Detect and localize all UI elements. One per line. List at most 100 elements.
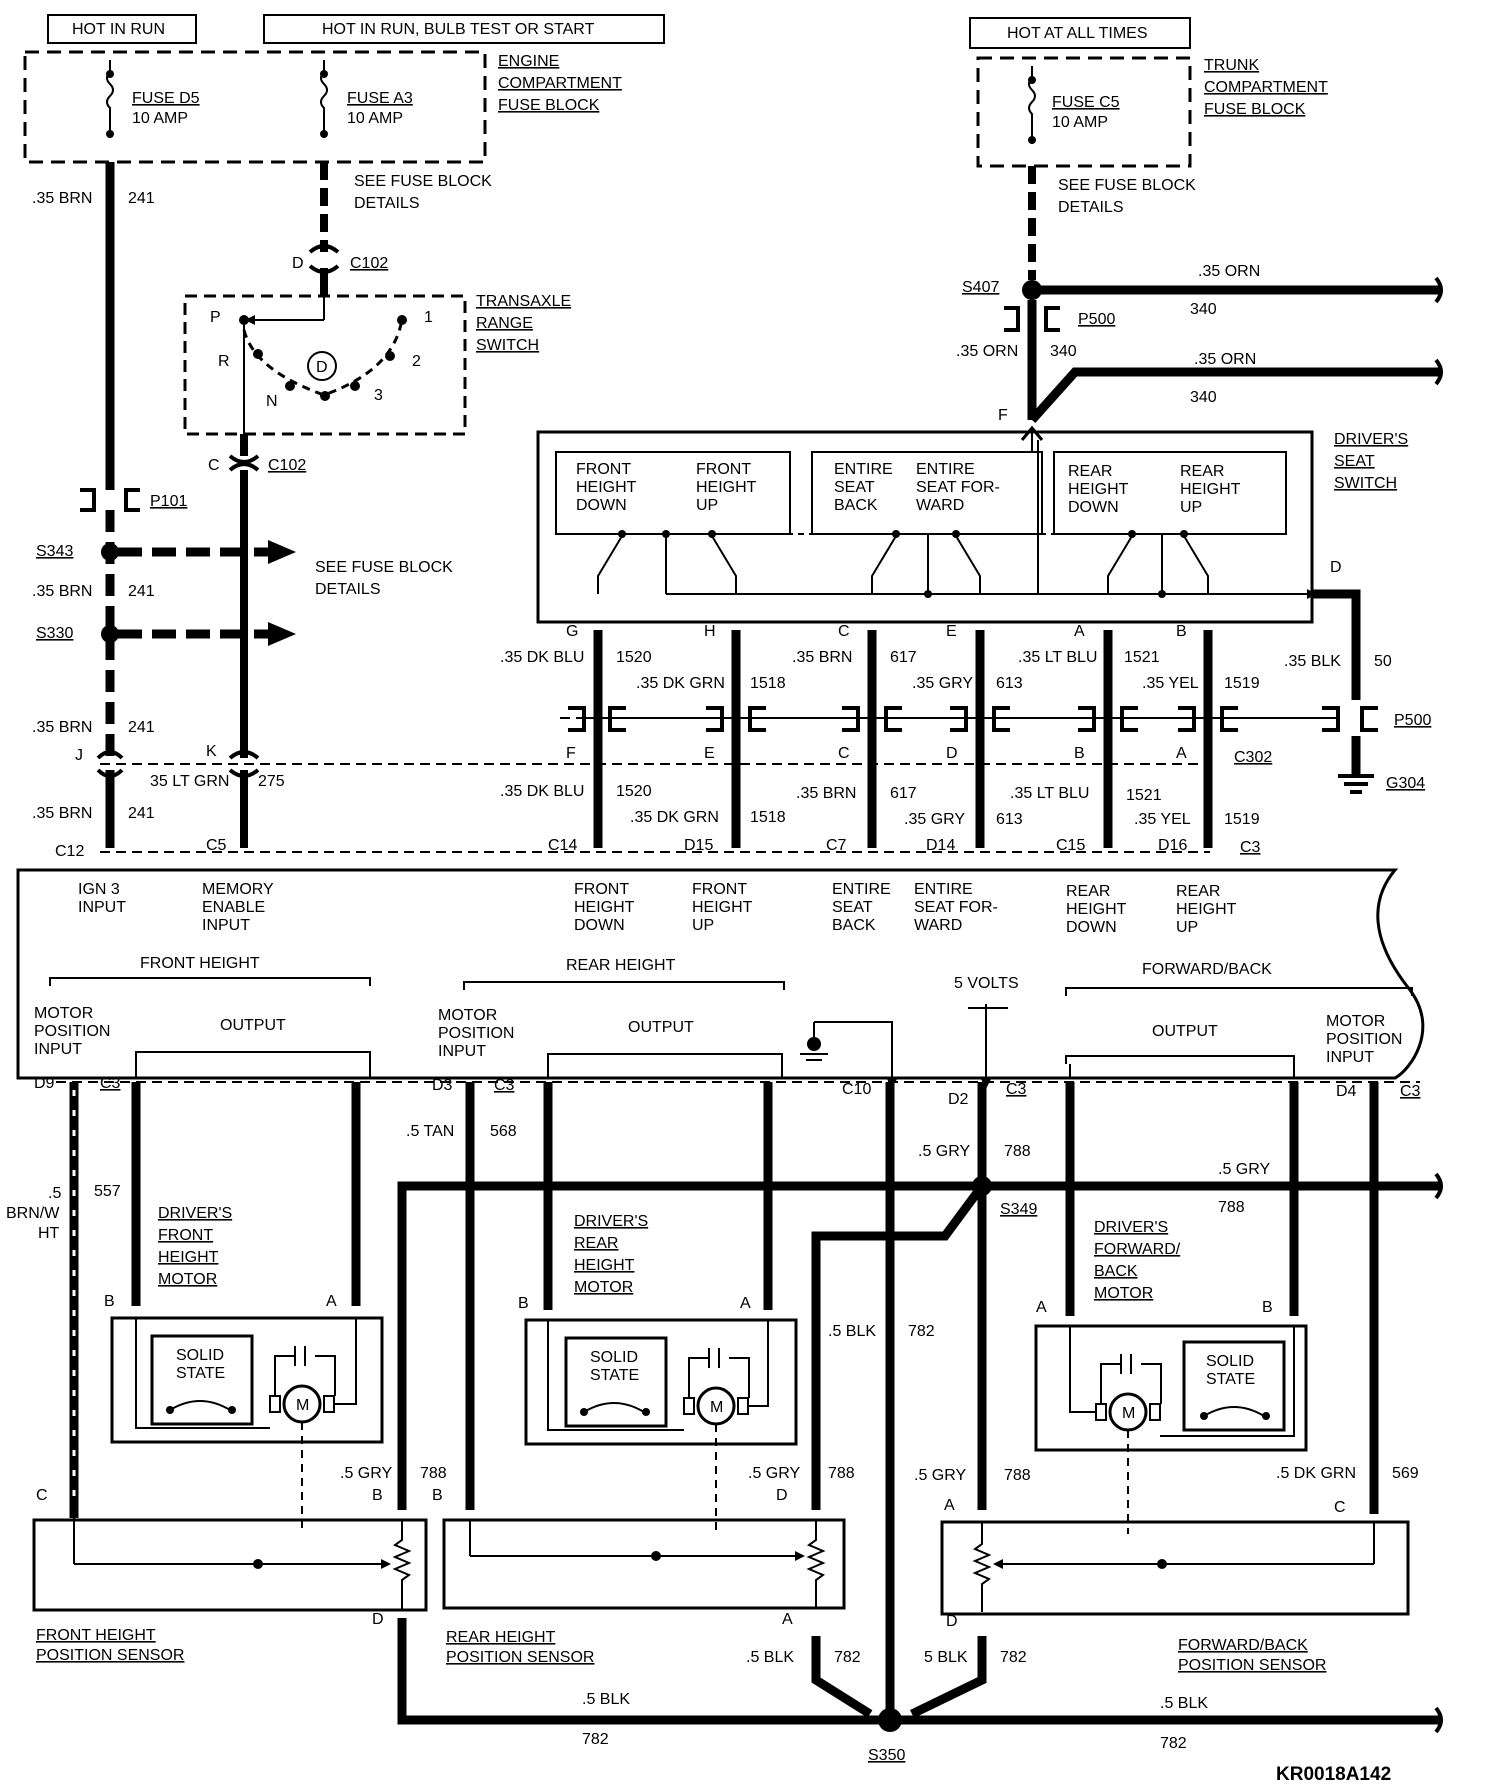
w557-c2: BRN/W (6, 1205, 60, 1222)
mod-rd-2: HEIGHT (1066, 901, 1127, 918)
rs-label-1: REAR HEIGHT (446, 1629, 556, 1646)
ss-front-up-1: FRONT (696, 461, 751, 478)
mod-mpi-r2: POSITION (438, 1025, 514, 1042)
w1519-n2: 1519 (1224, 811, 1260, 828)
c3-d9: C3 (100, 1075, 121, 1092)
pin-c-fwd-sensor: C (1334, 1499, 1346, 1516)
fm-label-3: HEIGHT (158, 1249, 219, 1266)
pin-d4: D4 (1336, 1083, 1357, 1100)
mod-ign3-1: IGN 3 (78, 881, 120, 898)
w788-n-right: 788 (1218, 1199, 1245, 1216)
pin-a-fwd-sensor: A (944, 1497, 955, 1514)
wire-241-color-2: .35 BRN (32, 583, 92, 600)
pin-f-c302: F (566, 745, 576, 762)
w568-c: .5 TAN (406, 1123, 454, 1140)
wire-569: .5 DK GRN 569 C (1276, 1082, 1419, 1516)
transaxle-range-switch: D P R N 1 2 3 TRANSAXLE RANGE SWITCH (183, 293, 571, 436)
wire-241-num-4: 241 (128, 805, 155, 822)
mod-rd-1: REAR (1066, 883, 1110, 900)
rm-label-2: REAR (574, 1235, 618, 1252)
transaxle-label-2: RANGE (476, 315, 533, 332)
engine-fuse-block: FUSE D5 10 AMP FUSE A3 10 AMP ENGINE COM… (23, 50, 622, 164)
c102-label-top: C102 (350, 255, 388, 272)
w613-c2: .35 GRY (904, 811, 965, 828)
w782-n-mid: 782 (908, 1323, 935, 1340)
rm-label-4: MOTOR (574, 1279, 633, 1296)
bm-label-2: FORWARD/ (1094, 1241, 1181, 1258)
pin-b-rear-sensor-568: B (432, 1487, 443, 1504)
mod-fd-1: FRONT (574, 881, 629, 898)
p500-label-top: P500 (1078, 311, 1115, 328)
ss-seat-back-3: BACK (834, 497, 878, 514)
fm-label-2: FRONT (158, 1227, 213, 1244)
mod-mpi-r1: MOTOR (438, 1007, 497, 1024)
see-details-left-1: SEE FUSE BLOCK (315, 559, 453, 576)
pin-b-fwd-motor: B (1262, 1299, 1273, 1316)
mod-mpi-f2: POSITION (34, 1023, 110, 1040)
fm-m: M (296, 1397, 309, 1414)
hot-all-times-label: HOT AT ALL TIMES (1007, 25, 1148, 42)
p500-connectors (568, 706, 1378, 732)
w1520-c1: .35 DK BLU (500, 649, 584, 666)
trunk-block-label-3: FUSE BLOCK (1204, 101, 1306, 118)
rm-ss-2: STATE (590, 1367, 639, 1384)
pin-g: G (566, 623, 578, 640)
s407-label: S407 (962, 279, 999, 296)
w613-n2: 613 (996, 811, 1023, 828)
wire-340-color-3: .35 ORN (1194, 351, 1256, 368)
rear-height-motor: SOLID STATE M DRIVER'S REAR HEIGHT MOTOR (524, 1213, 798, 1534)
wire-782: .5 BLK 782 S350 .5 BLK 782 .5 BLK 782 .5… (372, 1082, 1443, 1764)
pin-e-sw: E (946, 623, 957, 640)
transaxle-p: P (210, 309, 221, 326)
bs-label-2: POSITION SENSOR (1178, 1657, 1326, 1674)
w782-n-r: 782 (1160, 1735, 1187, 1752)
w617-n2: 617 (890, 785, 917, 802)
mod-mpi-b1: MOTOR (1326, 1013, 1385, 1030)
mod-mem-1: MEMORY (202, 881, 274, 898)
w788-c-front: .5 GRY (340, 1465, 393, 1482)
mod-ru-1: REAR (1176, 883, 1220, 900)
pin-d-c302: D (946, 745, 958, 762)
fm-ss-1: SOLID (176, 1347, 224, 1364)
fm-ss-2: STATE (176, 1365, 225, 1382)
mod-sf-3: WARD (914, 917, 962, 934)
mod-fd-3: DOWN (574, 917, 625, 934)
pin-k: K (206, 743, 217, 760)
wire-340-num-1: 340 (1190, 301, 1217, 318)
w782-c-r: .5 BLK (1160, 1695, 1208, 1712)
s349-label: S349 (1000, 1201, 1037, 1218)
s350-label: S350 (868, 1747, 905, 1764)
wire-241-num-3: 241 (128, 719, 155, 736)
transaxle-1: 1 (424, 309, 433, 326)
wire-340: S407 .35 ORN 340 P500 .35 ORN 340 .35 OR… (956, 166, 1443, 441)
wire-275: C C102 K 35 LT GRN 275 C5 (150, 434, 306, 854)
switch-output-wires (593, 630, 1213, 848)
w782-n-fwd: 782 (1000, 1649, 1027, 1666)
pin-d-fwd-sensor: D (946, 1613, 958, 1630)
pin-c7: C7 (826, 837, 847, 854)
bm-label-4: MOTOR (1094, 1285, 1153, 1302)
w557-n: 557 (94, 1183, 121, 1200)
ss-seat-back-2: SEAT (834, 479, 875, 496)
w788-n-top: 788 (1004, 1143, 1031, 1160)
transaxle-label-1: TRANSAXLE (476, 293, 571, 310)
seat-module: IGN 3 INPUT MEMORY ENABLE INPUT FRONT HE… (16, 868, 1425, 1089)
pin-h: H (704, 623, 716, 640)
wire-a3: SEE FUSE BLOCK DETAILS D C102 (292, 162, 492, 296)
ss-seat-fwd-2: SEAT FOR- (916, 479, 1000, 496)
w613-n1: 613 (996, 675, 1023, 692)
p500-label-right: P500 (1394, 712, 1431, 729)
engine-see-details-2: DETAILS (354, 195, 420, 212)
mod-mem-3: INPUT (202, 917, 250, 934)
w782-c-rear: .5 BLK (746, 1649, 794, 1666)
pin-c-sw: C (838, 623, 850, 640)
forward-back-motor: SOLID STATE M DRIVER'S FORWARD/ BACK MOT… (1034, 1219, 1308, 1534)
w617-c1: .35 BRN (792, 649, 852, 666)
pin-d-rear-sensor: D (776, 1487, 788, 1504)
engine-block-label-1: ENGINE (498, 53, 559, 70)
mod-fu-2: HEIGHT (692, 899, 753, 916)
ss-seat-fwd-1: ENTIRE (916, 461, 975, 478)
w782-n-l: 782 (582, 1731, 609, 1748)
rear-height-sensor: REAR HEIGHT POSITION SENSOR (442, 1518, 846, 1666)
ss-front-up-2: HEIGHT (696, 479, 757, 496)
